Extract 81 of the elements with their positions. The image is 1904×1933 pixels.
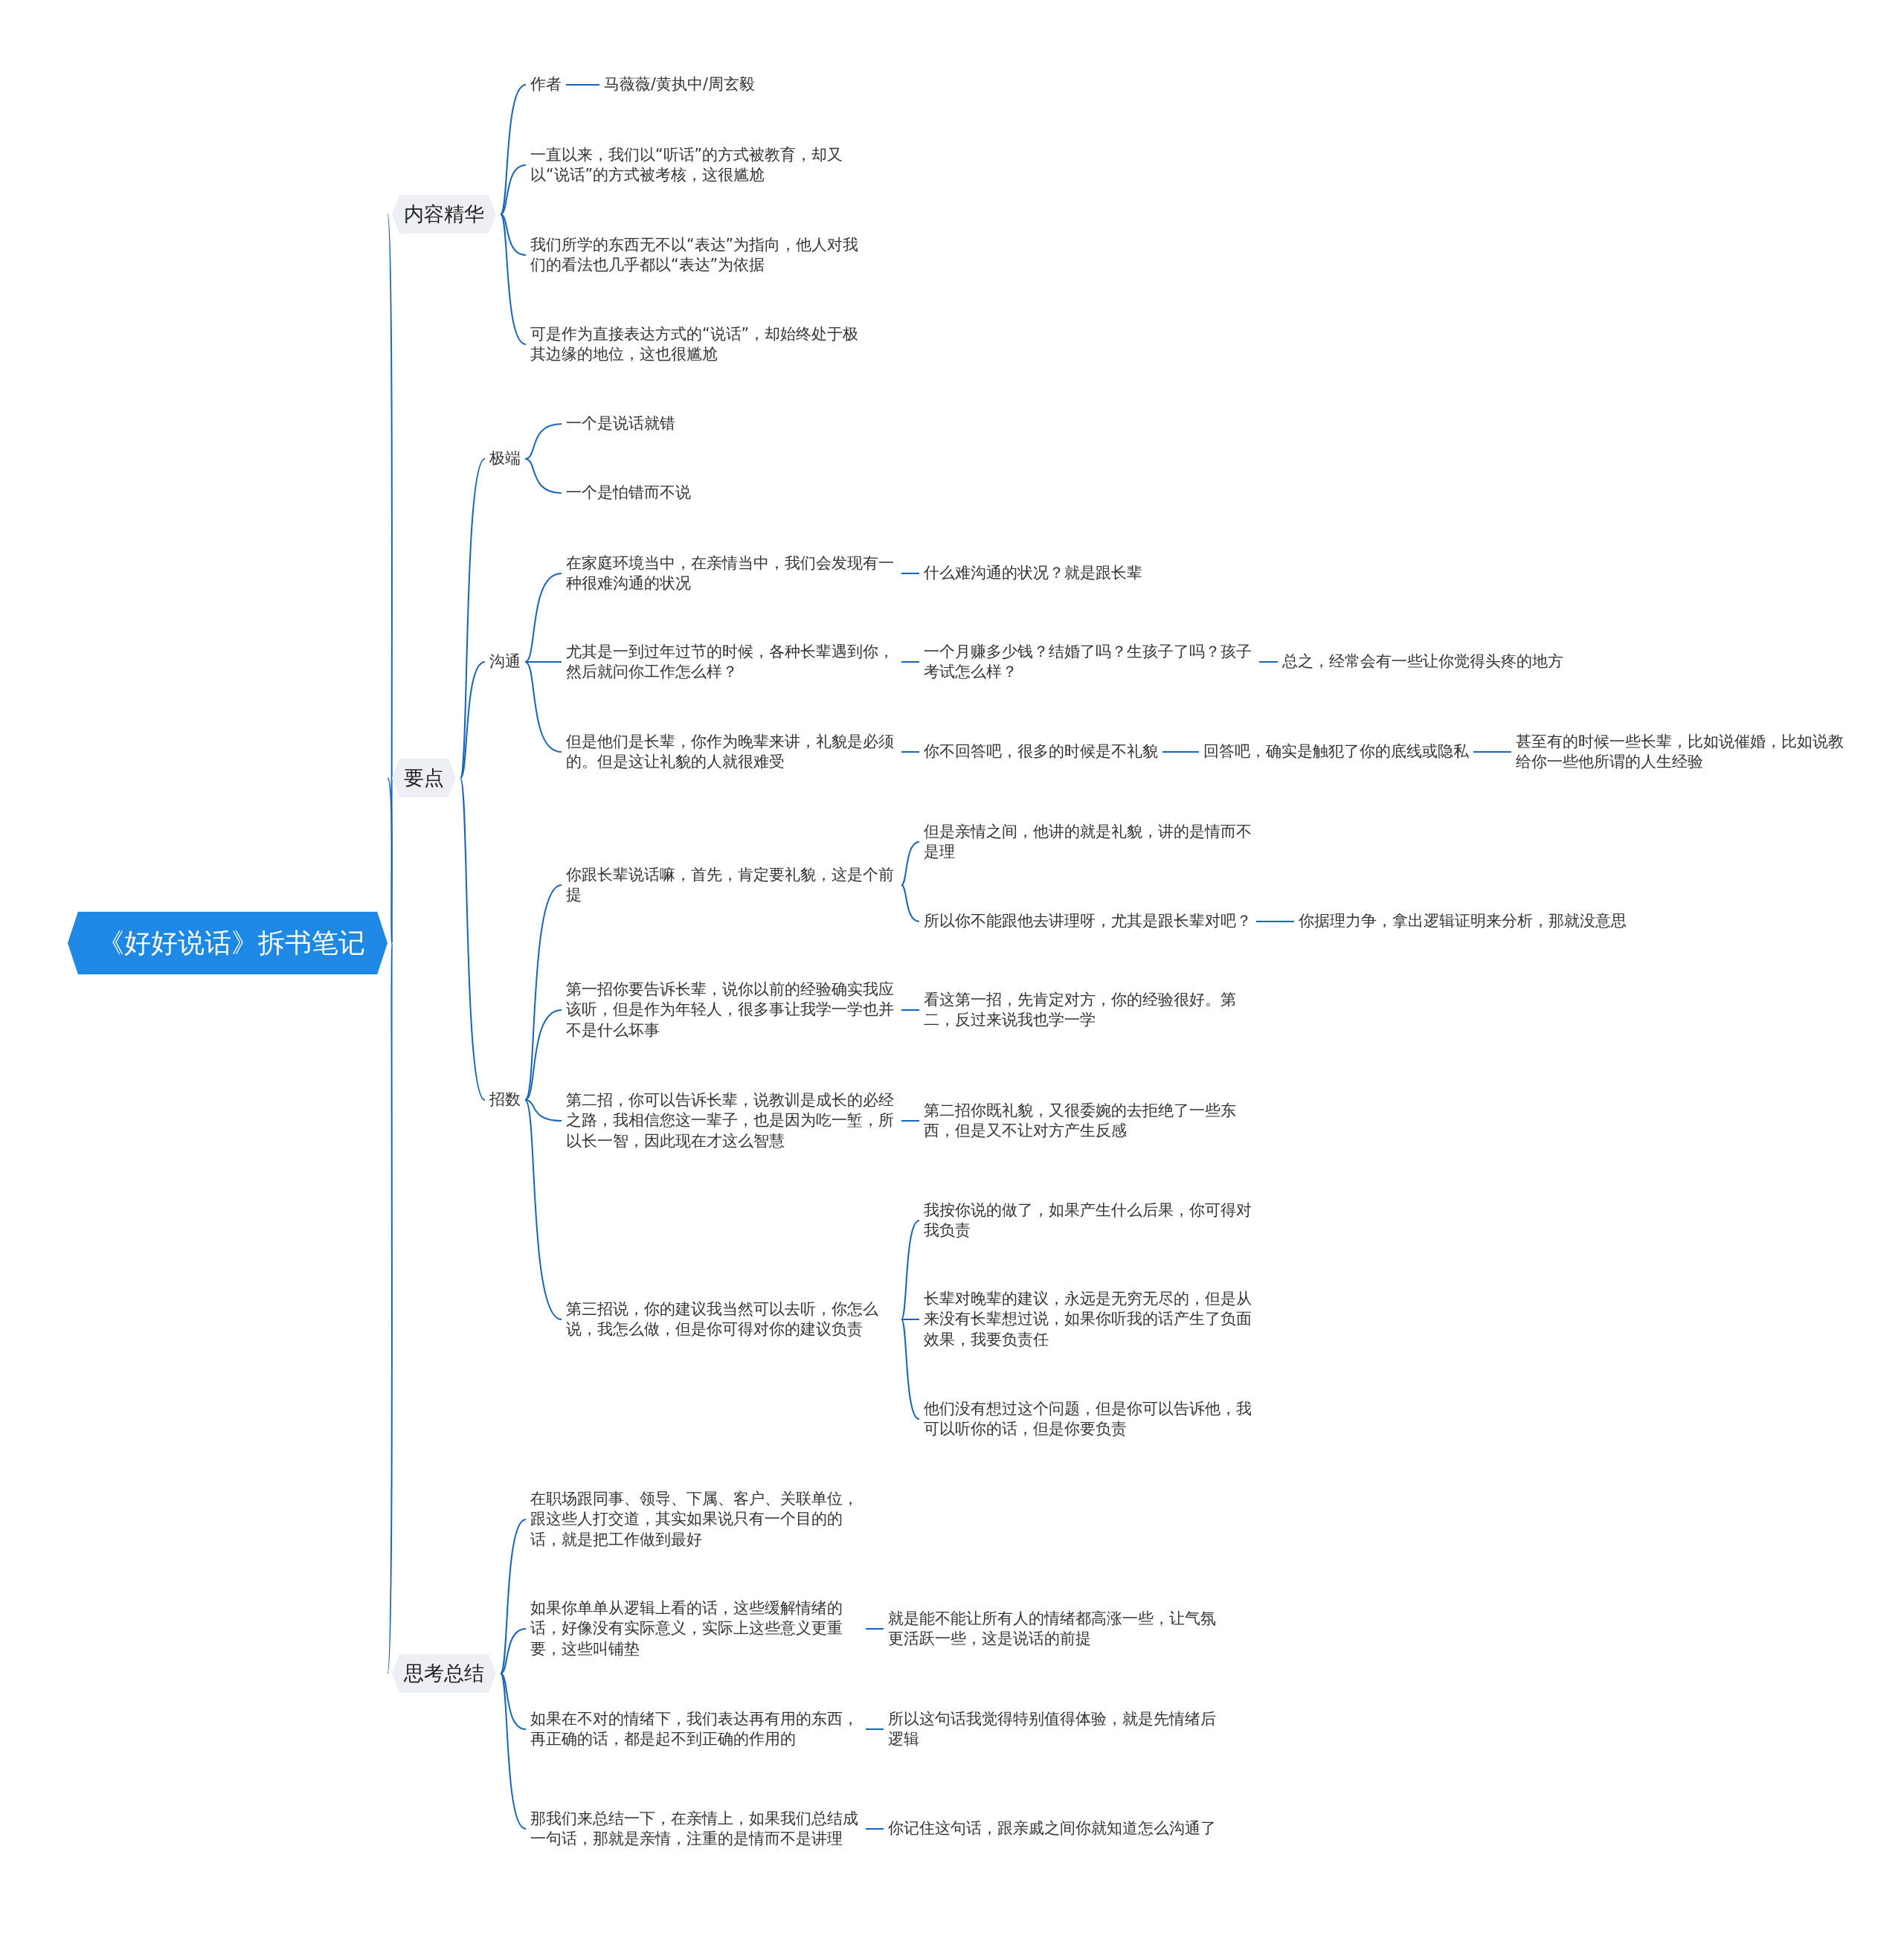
connector-line	[500, 1673, 527, 1730]
connector-line	[901, 1009, 920, 1011]
connector-line	[901, 884, 920, 922]
topic-text: 招数	[489, 1088, 521, 1112]
connector-line	[865, 1628, 884, 1630]
topic-text: 他们没有想过这个问题，但是你可以告诉他，我可以听你的话，但是你要负责	[924, 1397, 1255, 1441]
topic-text: 甚至有的时候一些长辈，比如说催婚，比如说教给你一些他所谓的人生经验	[1516, 730, 1847, 774]
topic-text: 如果在不对的情绪下，我们表达再有用的东西，再正确的话，都是起不到正确的作用的	[530, 1707, 861, 1752]
connector-line	[500, 213, 527, 345]
topic-text: 第一招你要告诉长辈，说你以前的经验确实我应该听，但是作为年轻人，很多事让我学一学也并不是什么坏事	[566, 978, 897, 1042]
branch-topic: 内容精华	[392, 195, 496, 234]
branch-topic: 思考总结	[392, 1654, 496, 1693]
connector-line	[500, 164, 527, 215]
connector-line	[524, 1099, 562, 1320]
topic-text: 什么难沟通的状况？就是跟长辈	[924, 562, 1142, 585]
connector-line	[524, 423, 562, 460]
connector-line	[500, 1673, 527, 1830]
connector-line	[901, 1319, 920, 1420]
topic-text: 就是能不能让所有人的情绪都高涨一些，让气氛更活跃一些，这是说话的前提	[888, 1606, 1219, 1651]
connector-line	[865, 1828, 884, 1830]
topic-text: 第二招你既礼貌，又很委婉的去拒绝了一些东西，但是又不让对方产生反感	[924, 1099, 1255, 1143]
topic-text: 第二招，你可以告诉长辈，说教训是成长的必经之路，我相信您这一辈子，也是因为吃一堑，所以长一智，因此现在才这么智慧	[566, 1089, 897, 1153]
connector-line	[1255, 921, 1295, 922]
topic-text: 一个是说话就错	[566, 412, 675, 436]
topic-text: 沟通	[489, 650, 521, 674]
connector-line	[865, 1728, 884, 1730]
connector-line	[524, 573, 562, 663]
connector-line	[524, 1009, 562, 1101]
topic-text: 我们所学的东西无不以“表达”为指向，他人对我们的看法也几乎都以“表达”为依据	[530, 233, 861, 277]
topic-text: 回答吧，确实是触犯了你的底线或隐私	[1203, 740, 1469, 764]
topic-text: 长辈对晚辈的建议，永远是无穷无尽的，但是从来没有长辈想过说，如果你听我的话产生了负面效果，我要负责任	[924, 1287, 1255, 1351]
connector-line	[901, 1220, 920, 1320]
connector-line	[500, 1519, 527, 1674]
topic-text: 马薇薇/黄执中/周玄毅	[604, 73, 755, 97]
topic-text: 但是他们是长辈，你作为晚辈来讲，礼貌是必须的。但是这让礼貌的人就很难受	[566, 730, 897, 774]
connector-line	[565, 84, 600, 86]
topic-text: 一个月赚多少钱？结婚了吗？生孩子了吗？孩子考试怎么样？	[924, 640, 1255, 684]
connector-line	[1258, 661, 1279, 663]
connector-line	[524, 661, 562, 753]
topic-text: 你跟长辈说话嘛，首先，肯定要礼貌，这是个前提	[566, 863, 897, 907]
topic-text: 你不回答吧，很多的时候是不礼貌	[924, 740, 1158, 764]
topic-text: 在家庭环境当中，在亲情当中，我们会发现有一种很难沟通的状况	[566, 551, 897, 596]
branch-topic: 要点	[392, 759, 456, 797]
connector-line	[387, 942, 393, 1674]
topic-text: 你记住这句话，跟亲戚之间你就知道怎么沟通了	[888, 1817, 1216, 1841]
connector-line	[460, 661, 486, 779]
connector-line	[901, 841, 920, 886]
topic-text: 我按你说的做了，如果产生什么后果，你可得对我负责	[924, 1198, 1255, 1243]
connector-line	[901, 573, 920, 574]
topic-text: 你据理力争，拿出逻辑证明来分析，那就没意思	[1299, 910, 1627, 933]
connector-line	[460, 458, 486, 779]
topic-text: 可是作为直接表达方式的“说话”，却始终处于极其边缘的地位，这也很尴尬	[530, 322, 861, 367]
connector-line	[500, 84, 527, 215]
connector-line	[387, 777, 393, 944]
topic-text: 作者	[530, 73, 562, 97]
connector-line	[500, 213, 527, 256]
connector-line	[460, 777, 486, 1101]
connector-line	[524, 661, 562, 663]
connector-line	[901, 661, 920, 663]
connector-line	[901, 751, 920, 753]
connector-line	[1162, 751, 1200, 753]
topic-text: 一个是怕错而不说	[566, 481, 691, 505]
topic-text: 在职场跟同事、领导、下属、客户、关联单位，跟这些人打交道，其实如果说只有一个目的的话，就是把工作做到最好	[530, 1487, 861, 1551]
connector-line	[901, 1120, 920, 1122]
connector-line	[524, 1099, 562, 1122]
topic-text: 如果你单单从逻辑上看的话，这些缓解情绪的话，好像没有实际意义，实际上这些意义更重要，这些叫铺垫	[530, 1597, 861, 1661]
topic-text: 极端	[489, 447, 521, 471]
topic-text: 总之，经常会有一些让你觉得头疼的地方	[1282, 650, 1563, 674]
connector-line	[524, 458, 562, 494]
topic-text: 看这第一招，先肯定对方，你的经验很好。第二，反过来说我也学一学	[924, 988, 1255, 1032]
topic-text: 尤其是一到过年过节的时候，各种长辈遇到你，然后就问你工作怎么样？	[566, 640, 897, 684]
central-topic: 《好好说话》拆书笔记	[68, 911, 387, 975]
connector-line	[901, 1319, 920, 1320]
topic-text: 那我们来总结一下，在亲情上，如果我们总结成一句话，那就是亲情，注重的是情而不是讲理	[530, 1807, 861, 1851]
topic-text: 第三招说，你的建议我当然可以去听，你怎么说，我怎么做，但是你可得对你的建议负责	[566, 1297, 897, 1342]
connector-line	[1473, 751, 1512, 753]
topic-text: 但是亲情之间，他讲的就是礼貌，讲的是情而不是理	[924, 820, 1255, 864]
topic-text: 所以这句话我觉得特别值得体验，就是先情绪后逻辑	[888, 1707, 1219, 1752]
connector-line	[500, 1628, 527, 1674]
topic-text: 一直以来，我们以“听话”的方式被教育，却又以“说话”的方式被考核，这很尴尬	[530, 143, 861, 187]
topic-text: 所以你不能跟他去讲理呀，尤其是跟长辈对吧？	[924, 910, 1252, 933]
